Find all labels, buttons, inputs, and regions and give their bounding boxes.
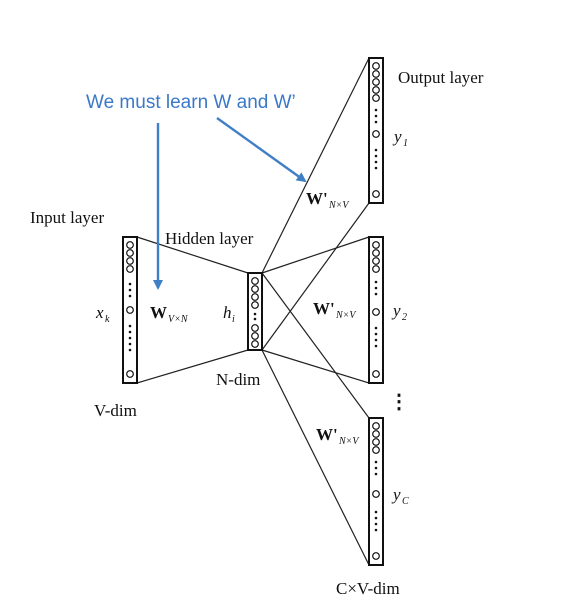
edge-hidden-out2-bottom bbox=[261, 349, 370, 384]
svg-text:y: y bbox=[391, 485, 401, 504]
v-dim-label: V-dim bbox=[94, 401, 137, 420]
svg-text:1: 1 bbox=[403, 138, 408, 149]
svg-text:2: 2 bbox=[402, 312, 407, 323]
svg-text:N×V: N×V bbox=[335, 310, 357, 321]
svg-text:i: i bbox=[232, 314, 235, 325]
hidden-layer-label: Hidden layer bbox=[165, 229, 254, 248]
y-2-label: y 2 bbox=[391, 301, 407, 323]
y-c-label: y C bbox=[391, 485, 409, 507]
arrow-to-w-output bbox=[216, 117, 307, 183]
output-vector-1 bbox=[368, 57, 384, 204]
input-layer-vector bbox=[122, 236, 138, 384]
w-output-weights-label-3: W' N×V bbox=[316, 425, 360, 447]
more-outputs-ellipsis: ⋮ bbox=[389, 391, 409, 413]
svg-text:y: y bbox=[391, 301, 401, 320]
x-k-label: x k bbox=[95, 303, 110, 325]
n-dim-label: N-dim bbox=[216, 370, 260, 389]
svg-text:N×V: N×V bbox=[338, 436, 360, 447]
annotation-text: We must learn W and W’ bbox=[86, 92, 296, 113]
y-1-label: y 1 bbox=[392, 127, 408, 149]
w-output-weights-label-1: W' N×V bbox=[306, 189, 350, 211]
svg-text:x: x bbox=[95, 303, 104, 322]
w-input-weights-label: W V×N bbox=[150, 303, 189, 325]
svg-text:W': W' bbox=[316, 425, 338, 444]
svg-text:W': W' bbox=[313, 299, 335, 318]
input-layer-label: Input layer bbox=[30, 208, 104, 227]
h-i-label: h i bbox=[223, 303, 235, 325]
edge-hidden-out1-top bbox=[261, 57, 370, 274]
edge-input-hidden-bottom bbox=[136, 349, 249, 384]
svg-text:W': W' bbox=[306, 189, 328, 208]
hidden-layer-vector bbox=[247, 272, 263, 351]
edge-hidden-out2-top bbox=[261, 236, 370, 274]
svg-text:k: k bbox=[105, 314, 110, 325]
annotation-arrows bbox=[153, 117, 307, 290]
connection-edges bbox=[136, 57, 370, 566]
svg-text:h: h bbox=[223, 303, 232, 322]
edge-hidden-out1-bottom bbox=[261, 202, 370, 351]
cv-dim-label: C×V-dim bbox=[336, 579, 400, 598]
svg-text:y: y bbox=[392, 127, 402, 146]
svg-text:V×N: V×N bbox=[168, 314, 189, 325]
svg-text:N×V: N×V bbox=[328, 200, 350, 211]
edge-hidden-out3-top bbox=[261, 272, 370, 419]
output-layer-label: Output layer bbox=[398, 68, 484, 87]
svg-text:C: C bbox=[402, 496, 409, 507]
output-vector-2 bbox=[368, 236, 384, 384]
edge-input-hidden-top bbox=[136, 236, 249, 274]
w-output-weights-label-2: W' N×V bbox=[313, 299, 357, 321]
edge-hidden-out3-bottom bbox=[261, 349, 370, 566]
svg-text:W: W bbox=[150, 303, 167, 322]
output-vector-c bbox=[368, 417, 384, 566]
